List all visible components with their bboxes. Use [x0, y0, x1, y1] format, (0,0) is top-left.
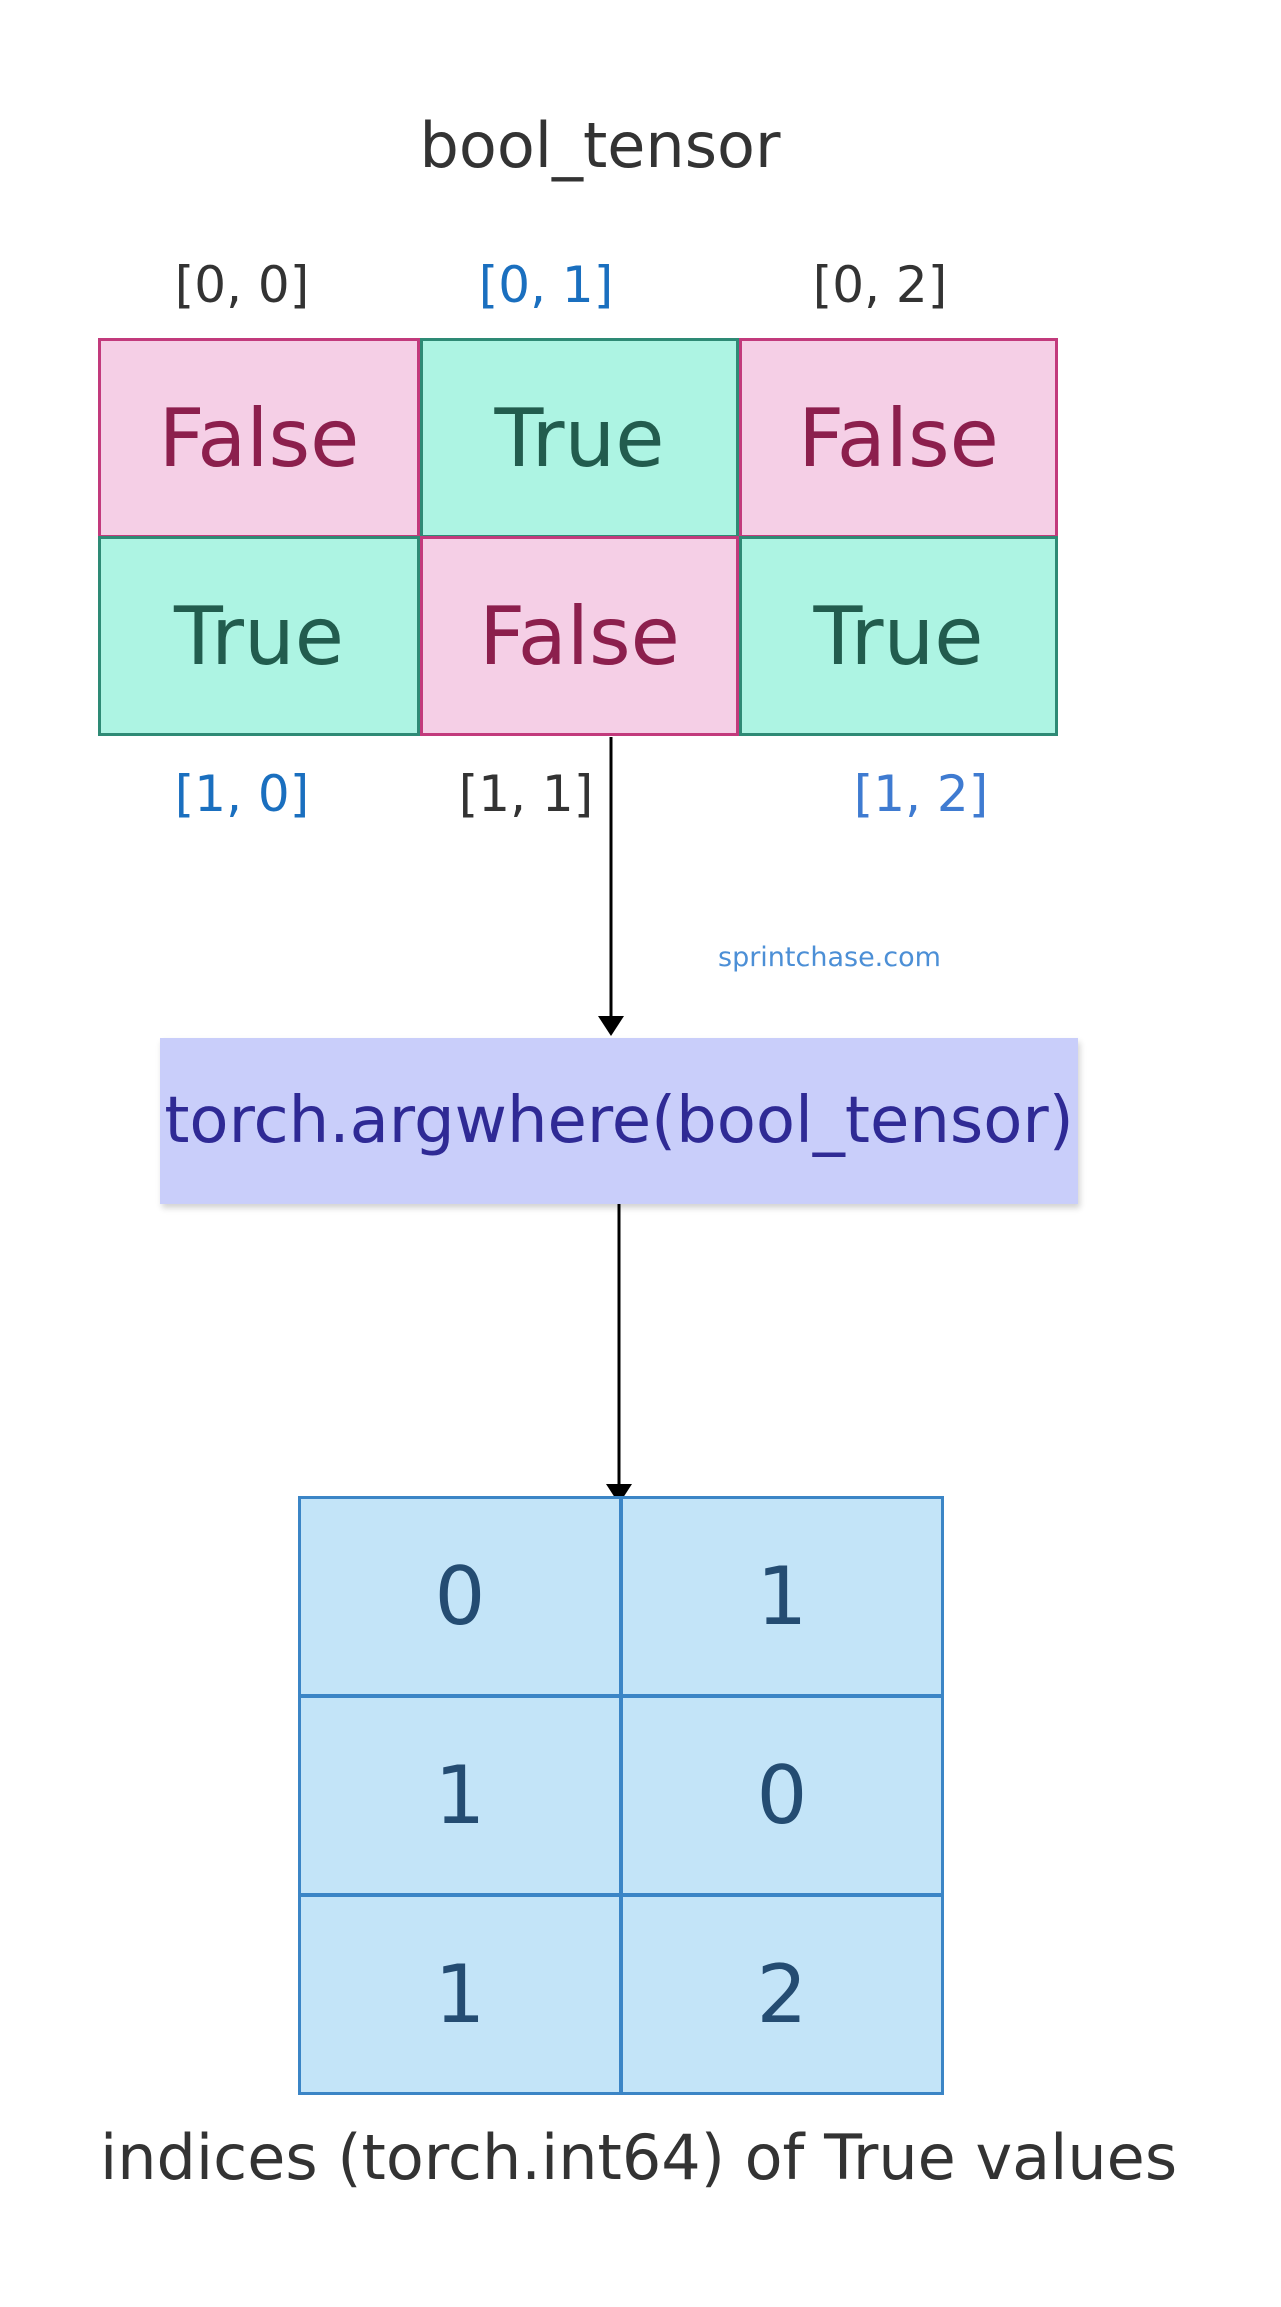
arrowhead-output [606, 1484, 632, 1504]
output-tensor-grid: 0 1 1 0 1 2 [298, 1496, 944, 2096]
input-cell-0-0: False [98, 338, 420, 538]
input-cell-0-1: True [420, 338, 739, 538]
output-cell-1-1: 0 [620, 1695, 944, 1896]
operation-box: torch.argwhere(bool_tensor) [160, 1038, 1078, 1204]
output-cell-2-0: 1 [298, 1894, 622, 2095]
output-cell-2-1: 2 [620, 1894, 944, 2095]
output-cell-0-0: 0 [298, 1496, 622, 1697]
arrowhead-operation [598, 1016, 624, 1036]
index-label-1-0: [1, 0] [174, 765, 310, 823]
watermark-text: sprintchase.com [718, 942, 941, 973]
index-label-0-2: [0, 2] [812, 256, 948, 314]
output-cell-0-1: 1 [620, 1496, 944, 1697]
index-label-0-0: [0, 0] [174, 256, 310, 314]
output-caption: indices (torch.int64) of True values [100, 2121, 1178, 2194]
input-tensor-grid: False True False True False True [98, 338, 1058, 736]
index-label-1-1: [1, 1] [458, 765, 594, 823]
index-label-1-2: [1, 2] [853, 765, 989, 823]
input-cell-1-0: True [98, 536, 420, 736]
input-cell-1-2: True [739, 536, 1058, 736]
output-cell-1-0: 1 [298, 1695, 622, 1896]
diagram-title: bool_tensor [419, 109, 781, 182]
index-label-0-1: [0, 1] [478, 256, 614, 314]
input-cell-1-1: False [420, 536, 739, 736]
